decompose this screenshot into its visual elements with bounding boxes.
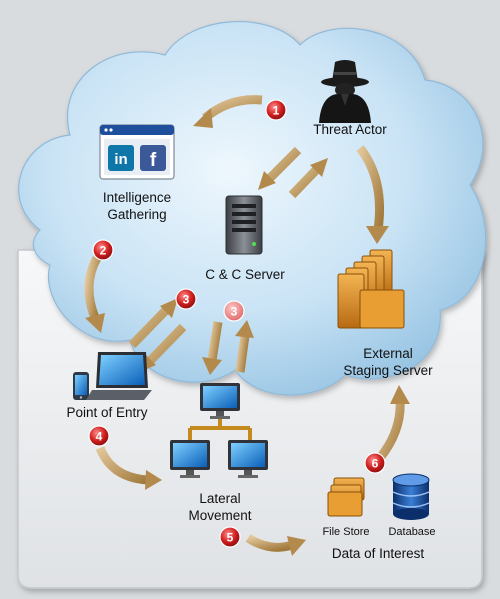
label-threat-actor: Threat Actor xyxy=(313,122,387,137)
step-badge-3-faded: 3 xyxy=(223,300,245,322)
laptop-icon xyxy=(86,352,152,400)
step-badge-4: 4 xyxy=(88,425,110,447)
label-data-of-interest: Data of Interest xyxy=(331,546,425,561)
step-badge-3: 3 xyxy=(175,288,197,310)
label-external-staging-server: External Staging Server xyxy=(343,346,433,378)
svg-text:4: 4 xyxy=(96,430,103,444)
label-lateral-movement: Lateral Movement xyxy=(188,491,252,523)
step-badge-5: 5 xyxy=(219,526,241,548)
arrow-step-1-head xyxy=(193,108,213,128)
arrow-actor-to-staging xyxy=(356,145,385,231)
network-monitors-icon xyxy=(170,383,268,478)
monitor-left xyxy=(170,440,210,478)
label-database: Database xyxy=(388,526,436,538)
browser-window-icon: in f xyxy=(99,124,175,180)
smartphone-icon xyxy=(73,372,89,400)
arrow-lateral-to-cc xyxy=(235,334,250,373)
label-file-store: File Store xyxy=(322,526,370,538)
cc-server-icon xyxy=(225,195,263,255)
arrow-entry-to-cc xyxy=(128,304,172,349)
arrow-step-6 xyxy=(376,399,405,461)
threat-actor-icon xyxy=(319,60,371,123)
arrow-step-5 xyxy=(245,534,294,552)
arrow-cc-to-actor xyxy=(288,164,322,199)
svg-text:3: 3 xyxy=(183,293,190,307)
arrow-step-4 xyxy=(95,446,149,485)
monitor-top xyxy=(200,383,240,419)
linkedin-icon: in xyxy=(108,145,134,171)
monitor-right xyxy=(228,440,268,478)
step-badge-6: 6 xyxy=(364,452,386,474)
folder-stack-icon xyxy=(337,249,405,329)
svg-text:2: 2 xyxy=(100,244,107,258)
svg-text:5: 5 xyxy=(227,531,234,545)
label-cc-server: C & C Server xyxy=(205,267,285,282)
step-badge-1: 1 xyxy=(265,99,287,121)
step-badges: 1 2 3 3 4 5 6 xyxy=(88,99,386,548)
svg-text:3: 3 xyxy=(231,305,238,319)
svg-text:f: f xyxy=(150,150,157,171)
step-badge-2: 2 xyxy=(92,239,114,261)
label-intelligence-gathering: Intelligence Gathering xyxy=(102,190,172,222)
flow-arrows xyxy=(84,95,410,556)
svg-text:1: 1 xyxy=(273,104,280,118)
svg-text:6: 6 xyxy=(372,457,379,471)
arrow-actor-to-cc xyxy=(264,146,302,184)
facebook-icon: f xyxy=(140,145,166,171)
label-point-of-entry: Point of Entry xyxy=(66,405,148,420)
arrow-cc-to-lateral xyxy=(207,321,223,361)
file-store-icon xyxy=(327,477,365,517)
svg-text:in: in xyxy=(114,151,127,168)
arrow-cc-to-entry xyxy=(144,323,187,367)
arrow-step-2 xyxy=(84,255,102,320)
database-icon xyxy=(392,473,430,520)
